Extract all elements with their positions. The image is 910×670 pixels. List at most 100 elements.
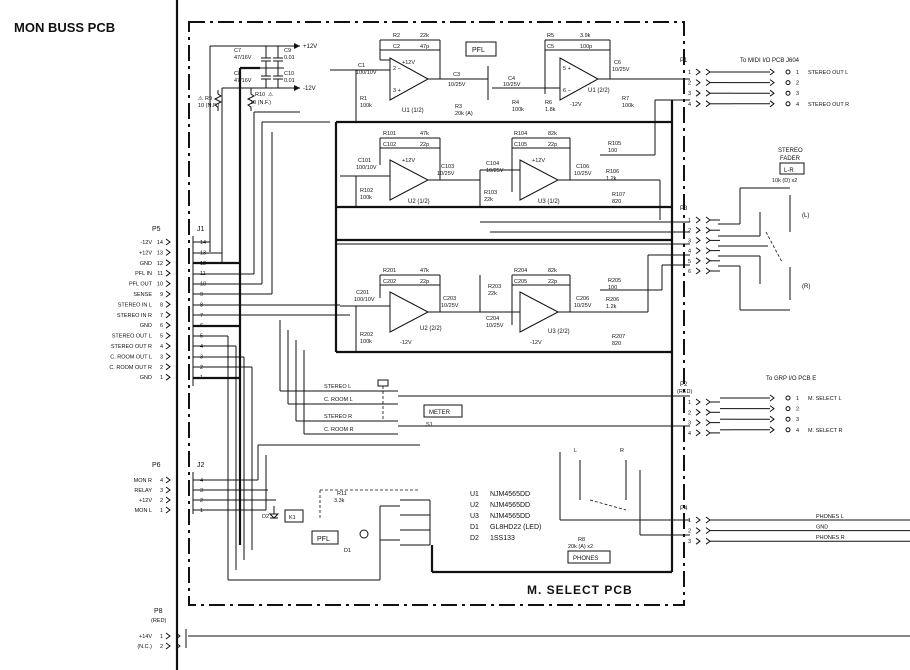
stage-u1-1: C1 100/10V R1 100k 2 −3 + R2 22k C2 47p …	[330, 33, 690, 122]
p5-pin-contact	[165, 342, 171, 350]
j2-pin-num: 3	[200, 488, 203, 494]
r205-value: 100	[608, 285, 617, 291]
p5-pin-num: 5	[160, 334, 163, 340]
p1-pin-contact	[695, 68, 711, 76]
c8-value: 47/16V	[234, 78, 252, 84]
relay-section: K1 D2 R11 3.3k PFL D1	[193, 444, 431, 581]
r3-value: 20k (A)	[455, 111, 473, 117]
p3-pin-contact	[695, 237, 711, 244]
r2-label: R2	[393, 33, 400, 39]
u12-label: U1 (2/2)	[588, 88, 610, 94]
stereo-l-label: STEREO L	[324, 384, 351, 390]
r102-value: 100k	[360, 195, 372, 201]
legend-ref: D1	[470, 524, 479, 531]
p5-pin-contact	[165, 373, 171, 381]
fader-value: 10k (D) x2	[772, 178, 797, 184]
p5-pin-num: 6	[160, 323, 163, 329]
led-icon	[359, 529, 369, 539]
stereo-fader: STEREO FADER L-R 10k (D) x2 (L) (R)	[718, 148, 810, 311]
p2-pin-num: 2	[688, 410, 691, 416]
p4-pin-num: 2	[688, 529, 691, 535]
r5-value: 3.9k	[580, 33, 591, 39]
p5-pin-num: 12	[157, 261, 163, 267]
legend-part: GL8HD22 (LED)	[490, 524, 541, 531]
p2-pin-num: 3	[688, 421, 691, 427]
u3b-vee: -12V	[530, 340, 542, 346]
fader-right: (R)	[802, 284, 810, 290]
p5-pin-contact	[165, 363, 171, 371]
r104-label: R104	[514, 131, 527, 137]
p6-pin-contact	[165, 506, 171, 514]
p5-pin-contact	[165, 353, 171, 360]
phones-pin-label: PHONES L	[816, 514, 844, 520]
c8-label: C8	[234, 71, 241, 77]
p3-pin-num: 1	[688, 218, 691, 224]
p5-pin-contact	[165, 259, 171, 267]
c102-value: 22p	[420, 142, 429, 148]
midi-pin-label: STEREO OUT R	[808, 102, 849, 108]
r101-value: 47k	[420, 131, 429, 137]
p6-pin-contact	[165, 496, 171, 504]
p1-pin-contact	[695, 79, 711, 86]
c5-label: C5	[547, 44, 554, 50]
p6-pin-label: RELAY	[134, 488, 152, 494]
c201-label: C201	[356, 290, 369, 296]
p5-pin-label: SENSE	[133, 292, 152, 298]
r204-label: R204	[514, 268, 527, 274]
p5-pin-label: STEREO OUT L	[112, 334, 152, 340]
phones-r-label: R	[620, 448, 624, 454]
croom-l-label: C. ROOM L	[324, 397, 353, 403]
u21-label: U2 (1/2)	[408, 199, 430, 205]
p5-pin-label: STEREO IN L	[118, 302, 152, 308]
midi-pin-socket	[785, 101, 791, 107]
p1-pin-contact	[695, 89, 711, 97]
c104-value: 10/25V	[486, 168, 504, 174]
pfl-box-label: PFL	[472, 47, 485, 54]
p1-pin-num: 2	[688, 81, 691, 87]
p6-pin-contact	[165, 486, 171, 494]
p5-pin-label: GND	[140, 323, 152, 329]
phones-pin-label: GND	[816, 525, 828, 531]
r106-label: R106	[606, 169, 619, 175]
phones-volume: L R R8 20k (A) x2 PHONES	[559, 448, 690, 564]
grp-pin-socket	[785, 427, 791, 433]
r8-value: 20k (A) x2	[568, 544, 593, 550]
c10-label: C10	[284, 71, 294, 77]
r207-value: 820	[612, 341, 621, 347]
r202-label: R202	[360, 332, 373, 338]
p1-pin-num: 3	[688, 91, 691, 97]
c202-value: 22p	[420, 279, 429, 285]
p5-pin-num: 3	[160, 354, 163, 360]
u22-label: U2 (2/2)	[420, 326, 442, 332]
d2-label: D2	[262, 514, 269, 520]
r1-value: 100k	[360, 103, 372, 109]
u1b-vee: -12V	[570, 102, 582, 108]
r205-label: R205	[608, 278, 621, 284]
midi-pin-socket	[785, 80, 791, 86]
midi-pin-num: 1	[796, 70, 799, 76]
p8-pin-label: (N.C.)	[137, 644, 152, 650]
j1-bus-wiring	[193, 111, 350, 580]
r5-label: R5	[547, 33, 554, 39]
j1-pin-num: 4	[200, 344, 203, 350]
p6-pin-num: 2	[160, 498, 163, 504]
j2-pin-num: 2	[200, 498, 203, 504]
p3-pin-contact	[695, 267, 711, 275]
p8-sub: (RED)	[151, 618, 166, 624]
c204-label: C204	[486, 316, 499, 322]
p2-pin-contact	[695, 419, 711, 426]
p3-pin-contact	[695, 257, 711, 265]
r106-value: 1.2k	[606, 176, 617, 182]
c103-label: C103	[441, 164, 454, 170]
r207-label: R207	[612, 334, 625, 340]
c205-label: C205	[514, 279, 527, 285]
r204-value: 82k	[548, 268, 557, 274]
grp-pin-num: 4	[796, 428, 799, 434]
c206-value: 10/25V	[574, 303, 592, 309]
grp-pin-label: M. SELECT L	[808, 396, 842, 402]
p5-pin-num: 13	[157, 250, 163, 256]
p8-name: P8	[154, 608, 163, 615]
